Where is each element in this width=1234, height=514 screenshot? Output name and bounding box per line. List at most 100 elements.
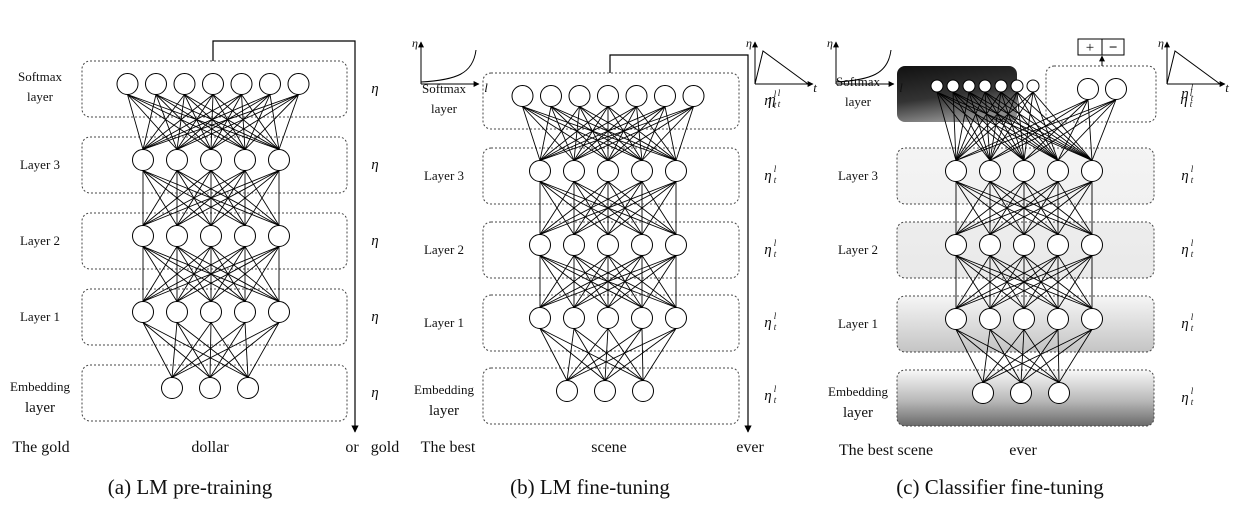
edge [1057,181,1093,235]
layer-label-line1: Layer 2 [838,242,878,257]
edge [955,91,1018,161]
eta-symbol: η [1181,242,1188,258]
edge [142,170,178,226]
lr-subscript: t [774,249,777,259]
layer-label: Layer 2 [838,242,878,257]
neuron [1047,234,1069,256]
edge [142,170,280,226]
edge [607,255,677,308]
layer-box [81,212,348,270]
edge [142,170,212,226]
word-right-1: or [345,439,359,456]
edge [142,246,212,302]
panel-caption: (c) Classifier fine-tuning [896,475,1104,499]
exp-curve [835,49,892,83]
edge [579,106,677,161]
edge [955,91,970,161]
lr-subscript: t [1191,175,1194,185]
edge [142,94,242,150]
neuron [597,160,619,182]
edge [952,91,991,161]
edge [952,91,1025,161]
edge [155,94,246,150]
lr-superscript: l [774,238,777,248]
lr-superscript: l [774,311,777,321]
neuron [594,380,616,402]
neuron [597,234,619,256]
edge [955,181,1093,235]
x-axis-label: t [1225,80,1229,95]
neuron [511,85,534,107]
layer-label-line1: Embedding [10,379,70,394]
neuron [665,234,687,256]
edge [142,170,246,226]
neuron [1010,79,1024,93]
neuron [132,225,154,247]
edge [244,246,280,302]
layer-box [482,147,740,205]
y-axis-label: η [1158,36,1164,50]
neuron [132,301,154,323]
edge [539,106,580,161]
edge [210,94,242,150]
neuron [631,234,653,256]
edge [176,94,299,150]
edge [522,106,643,161]
layer-label: Layer 3 [20,157,60,172]
edge [566,328,575,381]
edge [155,94,178,150]
edge [604,328,677,381]
y-axis-label: η [827,36,833,50]
neuron [665,307,687,329]
edge [210,246,280,302]
neuron [268,225,290,247]
edge [539,181,643,235]
edge [1057,255,1093,309]
edge [936,91,1025,161]
edge [936,91,1093,161]
edge [142,322,211,378]
edge [210,94,299,150]
lr-subscript: t [774,395,777,405]
edge [176,170,280,226]
eta-symbol: η [764,242,771,258]
layer-label-line1: Embedding [828,384,888,399]
classifier-neuron [1077,78,1099,100]
neuron [631,160,653,182]
edge [176,94,185,150]
eta-symbol: η [371,309,378,325]
edge [522,106,575,161]
neuron [568,85,591,107]
neuron [200,225,222,247]
eta-symbol: η [764,315,771,331]
word-center: scene [591,439,627,456]
edge [142,94,185,150]
edge [955,255,1093,309]
eta-symbol: η [371,233,378,249]
edge [1016,91,1025,161]
exp-curve [420,49,477,83]
nodes [511,85,705,402]
triangle-schedule [1166,50,1221,85]
neuron [946,79,960,93]
edge [955,255,991,309]
edge [539,328,568,381]
learning-rate-label: η [371,157,378,173]
lr-superscript: l [1191,82,1194,92]
layer-label-line2: layer [843,405,873,421]
edge [209,322,212,378]
edge [1023,91,1034,161]
layer-label-line1: Layer 3 [838,168,878,183]
neuron [1081,308,1103,330]
positive-class-label: + [1086,40,1094,56]
edge [955,255,1059,309]
neuron [1010,382,1032,404]
edge [989,91,1018,161]
